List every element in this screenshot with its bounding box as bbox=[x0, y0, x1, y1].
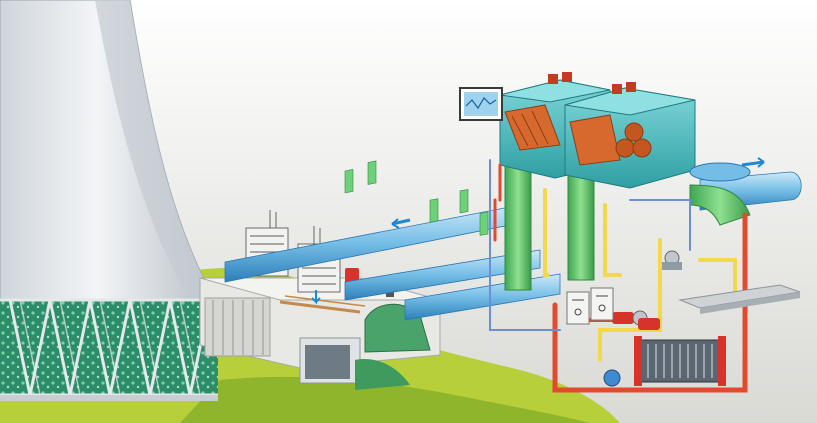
intake-structure bbox=[199, 277, 441, 390]
riser-left bbox=[504, 159, 532, 291]
riser-right bbox=[567, 164, 595, 281]
flow-arrow-right bbox=[741, 160, 765, 167]
main-pipes bbox=[224, 157, 802, 321]
pump-units bbox=[603, 250, 682, 387]
condenser-unit-right bbox=[564, 82, 696, 189]
electrical-panels bbox=[566, 287, 614, 325]
grass-shadow bbox=[180, 376, 590, 423]
supply-pipe-mid bbox=[344, 249, 541, 301]
skid-platform bbox=[678, 284, 801, 314]
flow-arrow-left bbox=[391, 218, 411, 226]
condenser-modules bbox=[499, 72, 751, 189]
pump-unit-2 bbox=[638, 318, 660, 330]
pump-unit-3 bbox=[662, 250, 682, 270]
right-green-elbow bbox=[689, 184, 751, 226]
flow-arrow-down bbox=[311, 290, 321, 305]
intake-screens bbox=[245, 210, 397, 305]
pump-unit-4 bbox=[603, 369, 621, 387]
cooling-tower bbox=[0, 0, 218, 401]
plate-heat-exchanger bbox=[634, 336, 726, 386]
control-monitor bbox=[459, 87, 503, 121]
